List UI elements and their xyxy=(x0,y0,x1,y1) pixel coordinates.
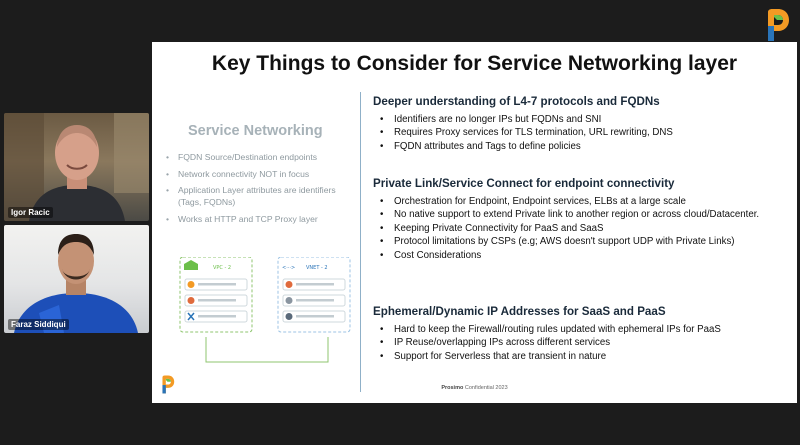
participant-video-image xyxy=(14,234,138,333)
slide-footer: Prosimo Confidential 2023 xyxy=(152,385,797,391)
list-item: Cost Considerations xyxy=(373,249,759,263)
footer-text: Confidential 2023 xyxy=(464,385,508,391)
section-list: Identifiers are no longer IPs but FQDNs … xyxy=(373,113,673,154)
vpc-label: VPC - 2 xyxy=(213,265,231,271)
cloud-icon xyxy=(184,260,198,270)
list-item: Protocol limitations by CSPs (e.g; AWS d… xyxy=(373,235,759,249)
list-item: Application Layer attributes are identif… xyxy=(164,184,354,208)
list-item: No native support to extend Private link… xyxy=(373,208,759,222)
list-item: Identifiers are no longer IPs but FQDNs … xyxy=(373,113,673,127)
participant-name-label: Igor Racic xyxy=(8,207,53,218)
service-networking-list: FQDN Source/Destination endpoints Networ… xyxy=(164,151,354,229)
section-l4-7-protocols: Deeper understanding of L4-7 protocols a… xyxy=(373,94,673,154)
vnet-label: VNET - 2 xyxy=(306,265,328,271)
participant-name-label: Faraz Siddiqui xyxy=(8,319,69,330)
section-ephemeral-ip: Ephemeral/Dynamic IP Addresses for SaaS … xyxy=(373,304,721,364)
list-item: Requires Proxy services for TLS terminat… xyxy=(373,126,673,140)
list-item: Network connectivity NOT in focus xyxy=(164,168,354,180)
slide-title: Key Things to Consider for Service Netwo… xyxy=(211,52,738,75)
prosimo-slide-logo-icon xyxy=(162,375,175,394)
list-item: Orchestration for Endpoint, Endpoint ser… xyxy=(373,195,759,209)
list-item: Works at HTTP and TCP Proxy layer xyxy=(164,213,354,225)
section-title: Private Link/Service Connect for endpoin… xyxy=(373,177,675,190)
section-title: Deeper understanding of L4-7 protocols a… xyxy=(373,95,660,108)
network-diagram-graphic: VPC - 2 <···> VNET - 2 xyxy=(179,256,351,363)
list-item: FQDN attributes and Tags to define polic… xyxy=(373,140,673,154)
section-list: Hard to keep the Firewall/routing rules … xyxy=(373,323,721,364)
list-item: FQDN Source/Destination endpoints xyxy=(164,151,354,163)
network-diagram: VPC - 2 <···> VNET - 2 xyxy=(178,256,358,377)
prosimo-logo-icon xyxy=(768,9,789,41)
section-private-link: Private Link/Service Connect for endpoin… xyxy=(373,176,759,262)
list-item: Support for Serverless that are transien… xyxy=(373,350,721,364)
svg-text:<···>: <···> xyxy=(282,265,295,271)
shared-slide: Key Things to Consider for Service Netwo… xyxy=(152,42,797,403)
list-item: Keeping Private Connectivity for PaaS an… xyxy=(373,222,759,236)
service-networking-heading: Service Networking xyxy=(188,123,323,139)
list-item: Hard to keep the Firewall/routing rules … xyxy=(373,323,721,337)
participant-video-image xyxy=(4,113,149,221)
section-title: Ephemeral/Dynamic IP Addresses for SaaS … xyxy=(373,305,666,318)
participant-video-tile[interactable]: Faraz Siddiqui xyxy=(4,225,149,333)
participant-video-tile[interactable]: Igor Racic xyxy=(4,113,149,221)
section-list: Orchestration for Endpoint, Endpoint ser… xyxy=(373,195,759,262)
footer-brand: Prosimo xyxy=(441,385,464,391)
column-divider xyxy=(360,92,361,392)
list-item: IP Reuse/overlapping IPs across differen… xyxy=(373,336,721,350)
